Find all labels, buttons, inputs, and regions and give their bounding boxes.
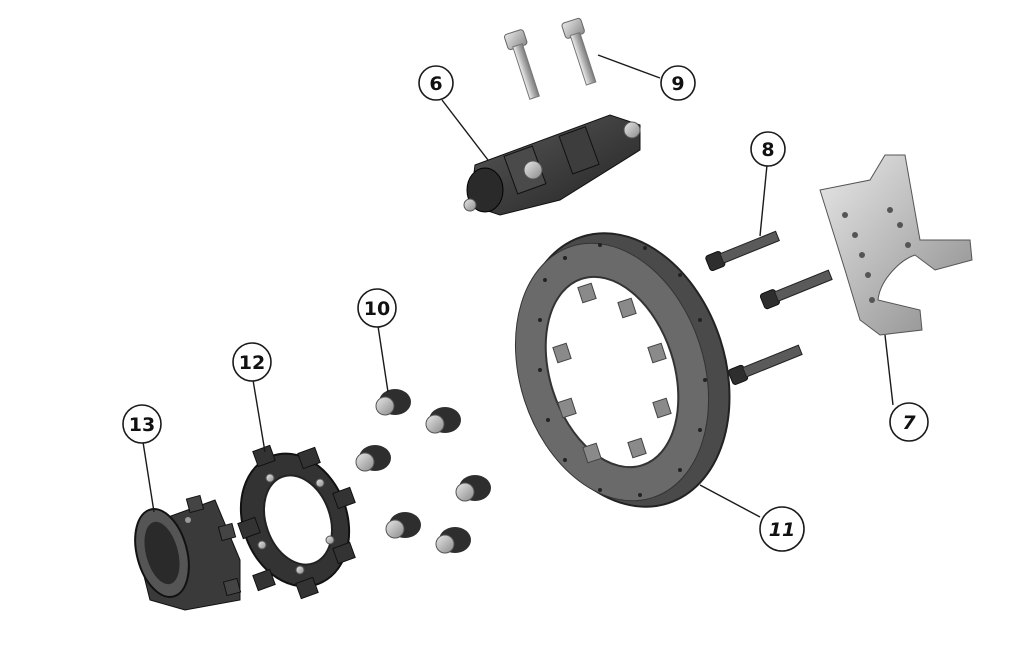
bracket-part-7	[819, 154, 973, 336]
callout-9: 9	[660, 65, 696, 101]
carrier-ring-part-12	[237, 444, 356, 600]
bolt-set-part-8	[705, 230, 833, 385]
callout-6: 6	[418, 65, 454, 101]
svg-text:8: 8	[761, 139, 774, 161]
leader-10	[377, 325, 389, 393]
bolt-pair-part-9	[504, 17, 597, 100]
leader-11	[699, 484, 761, 518]
caliper-part-6	[463, 114, 641, 216]
callout-11: 11	[759, 506, 805, 552]
leader-7	[884, 334, 894, 406]
callout-7: 7	[889, 402, 929, 442]
callout-10: 10	[357, 288, 397, 328]
leader-12	[252, 379, 266, 453]
callout-8: 8	[750, 131, 786, 167]
svg-text:6: 6	[429, 73, 442, 95]
leader-lines	[142, 54, 894, 518]
callout-13: 13	[122, 404, 162, 444]
svg-text:10: 10	[364, 298, 390, 320]
svg-text:13: 13	[129, 414, 155, 436]
leader-13	[142, 441, 155, 513]
brake-disc-part-11	[514, 232, 731, 508]
hub-part-13	[134, 494, 242, 611]
callout-12: 12	[232, 342, 272, 382]
svg-text:12: 12	[239, 352, 265, 374]
leader-6	[441, 99, 489, 161]
leader-8	[759, 164, 768, 237]
svg-text:9: 9	[671, 73, 684, 95]
svg-text:11: 11	[769, 519, 795, 541]
svg-text:7: 7	[902, 412, 916, 434]
bushing-set-part-10	[355, 389, 491, 554]
leader-9	[597, 54, 661, 79]
